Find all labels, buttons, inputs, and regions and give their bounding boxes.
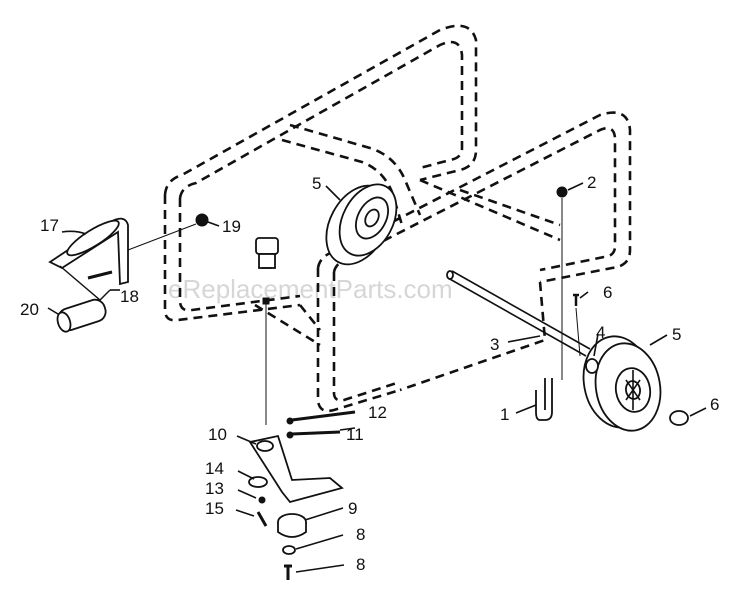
washer-8 bbox=[282, 545, 296, 555]
wheel-front bbox=[582, 335, 662, 432]
callout-5-rear: 5 bbox=[312, 174, 321, 193]
axle-washer bbox=[585, 358, 599, 374]
fuel-fitting bbox=[255, 237, 279, 269]
nut-2 bbox=[556, 186, 568, 198]
handle-grip bbox=[56, 298, 107, 333]
callout-5-front: 5 bbox=[672, 325, 681, 344]
hub-cap bbox=[669, 410, 689, 426]
callout-12: 11 bbox=[346, 425, 364, 444]
callout-13: 12 bbox=[368, 403, 387, 422]
callout-9: 8 bbox=[356, 555, 365, 574]
axle bbox=[446, 270, 591, 357]
bolt-13 bbox=[291, 410, 356, 422]
callout-14: 13 bbox=[205, 479, 224, 498]
bolt-18 bbox=[87, 270, 113, 280]
callout-4: 4 bbox=[596, 323, 605, 342]
callout-11: 10 bbox=[208, 425, 227, 444]
bolt-7 bbox=[573, 293, 579, 306]
rubber-foot bbox=[277, 513, 307, 538]
callout-6: 6 bbox=[710, 395, 719, 414]
callout-20: 20 bbox=[20, 300, 39, 319]
wheel-rear bbox=[325, 183, 398, 266]
washer-14 bbox=[258, 496, 266, 504]
bolt-12 bbox=[291, 430, 341, 436]
screw-16 bbox=[256, 511, 268, 527]
callout-2: 2 bbox=[587, 173, 596, 192]
callout-7: 6 bbox=[603, 283, 612, 302]
cotter-pin bbox=[535, 378, 553, 421]
callout-10: 9 bbox=[348, 499, 357, 518]
nut-19 bbox=[195, 213, 209, 227]
watermark: eReplacementParts.com bbox=[168, 274, 453, 304]
handle-assembly bbox=[48, 217, 129, 301]
callout-3: 3 bbox=[490, 335, 499, 354]
callout-18: 18 bbox=[120, 287, 139, 306]
leader-lines bbox=[47, 182, 707, 573]
callout-16: 15 bbox=[205, 499, 224, 518]
callout-15: 14 bbox=[205, 459, 224, 478]
callout-17: 17 bbox=[40, 216, 59, 235]
generator-frame-outline bbox=[163, 24, 632, 413]
callout-8: 8 bbox=[356, 525, 365, 544]
callout-19: 19 bbox=[222, 217, 241, 236]
callout-1: 1 bbox=[500, 405, 509, 424]
support-bracket bbox=[248, 434, 344, 504]
bolt-9 bbox=[284, 564, 292, 580]
